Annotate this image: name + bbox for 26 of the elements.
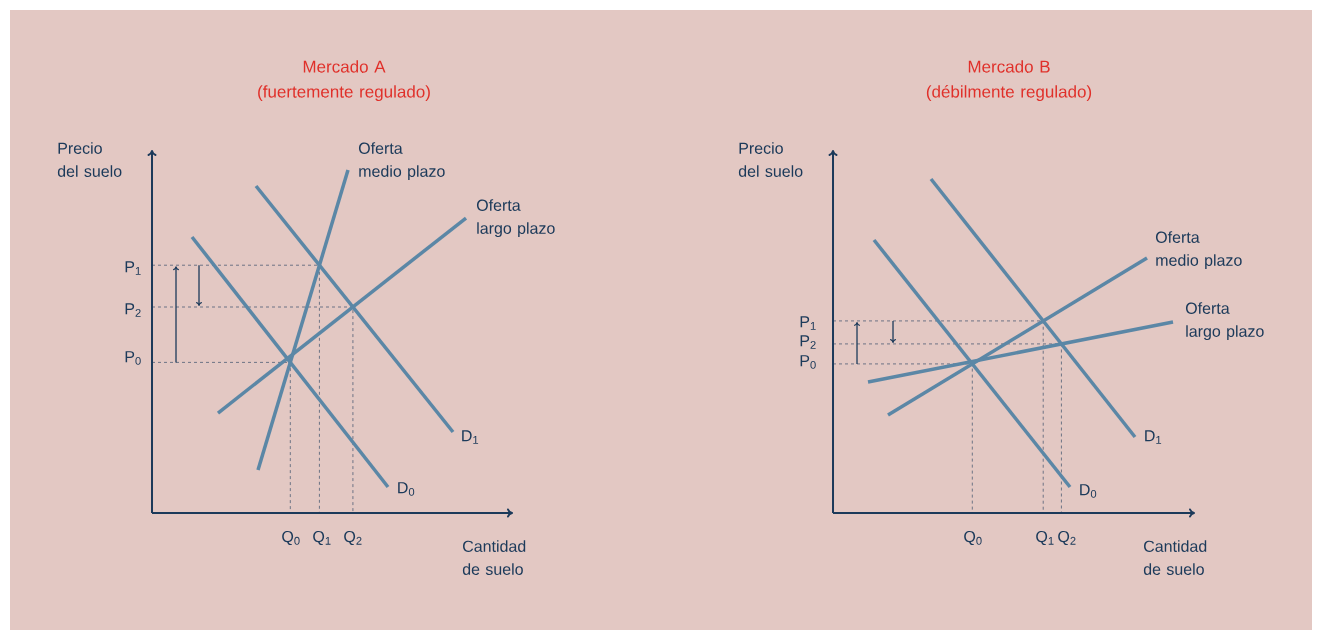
quantity-label: Q$_{1}$ (1036, 530, 1054, 546)
price-label: P$_{0}$ (800, 355, 816, 369)
curve-label: Oferta medio plazo (358, 142, 445, 181)
quantity-label: Q$_{2}$ (344, 530, 362, 546)
curve-label: Oferta largo plazo (1185, 302, 1264, 341)
curve-label: Oferta largo plazo (476, 199, 555, 238)
axis-label: Precio del suelo (57, 142, 122, 177)
price-label: P$_{2}$ (800, 335, 816, 349)
curve-label: Oferta medio plazo (1155, 231, 1242, 270)
quantity-label: Q$_{0}$ (282, 530, 300, 546)
curve-label: D$_{1}$ (1145, 430, 1162, 444)
chart-title: Mercado A (fuertemente regulado) (258, 60, 430, 102)
curve-label: D$_{0}$ (1080, 484, 1097, 498)
curve-label: D$_{1}$ (462, 430, 479, 444)
price-label: P$_{2}$ (125, 303, 141, 317)
chart-title: Mercado B (débilmente regulado) (926, 60, 1092, 102)
axis-label: Cantidad de suelo (1143, 540, 1207, 575)
price-label: P$_{1}$ (125, 261, 141, 275)
axis-label: Cantidad de suelo (462, 540, 526, 575)
curve-label: D$_{0}$ (398, 482, 415, 496)
quantity-label: Q$_{0}$ (964, 530, 982, 546)
price-label: P$_{0}$ (125, 351, 141, 365)
quantity-label: Q$_{2}$ (1058, 530, 1076, 546)
axis-label: Precio del suelo (738, 142, 803, 177)
price-label: P$_{1}$ (800, 316, 816, 330)
quantity-label: Q$_{1}$ (313, 530, 331, 546)
